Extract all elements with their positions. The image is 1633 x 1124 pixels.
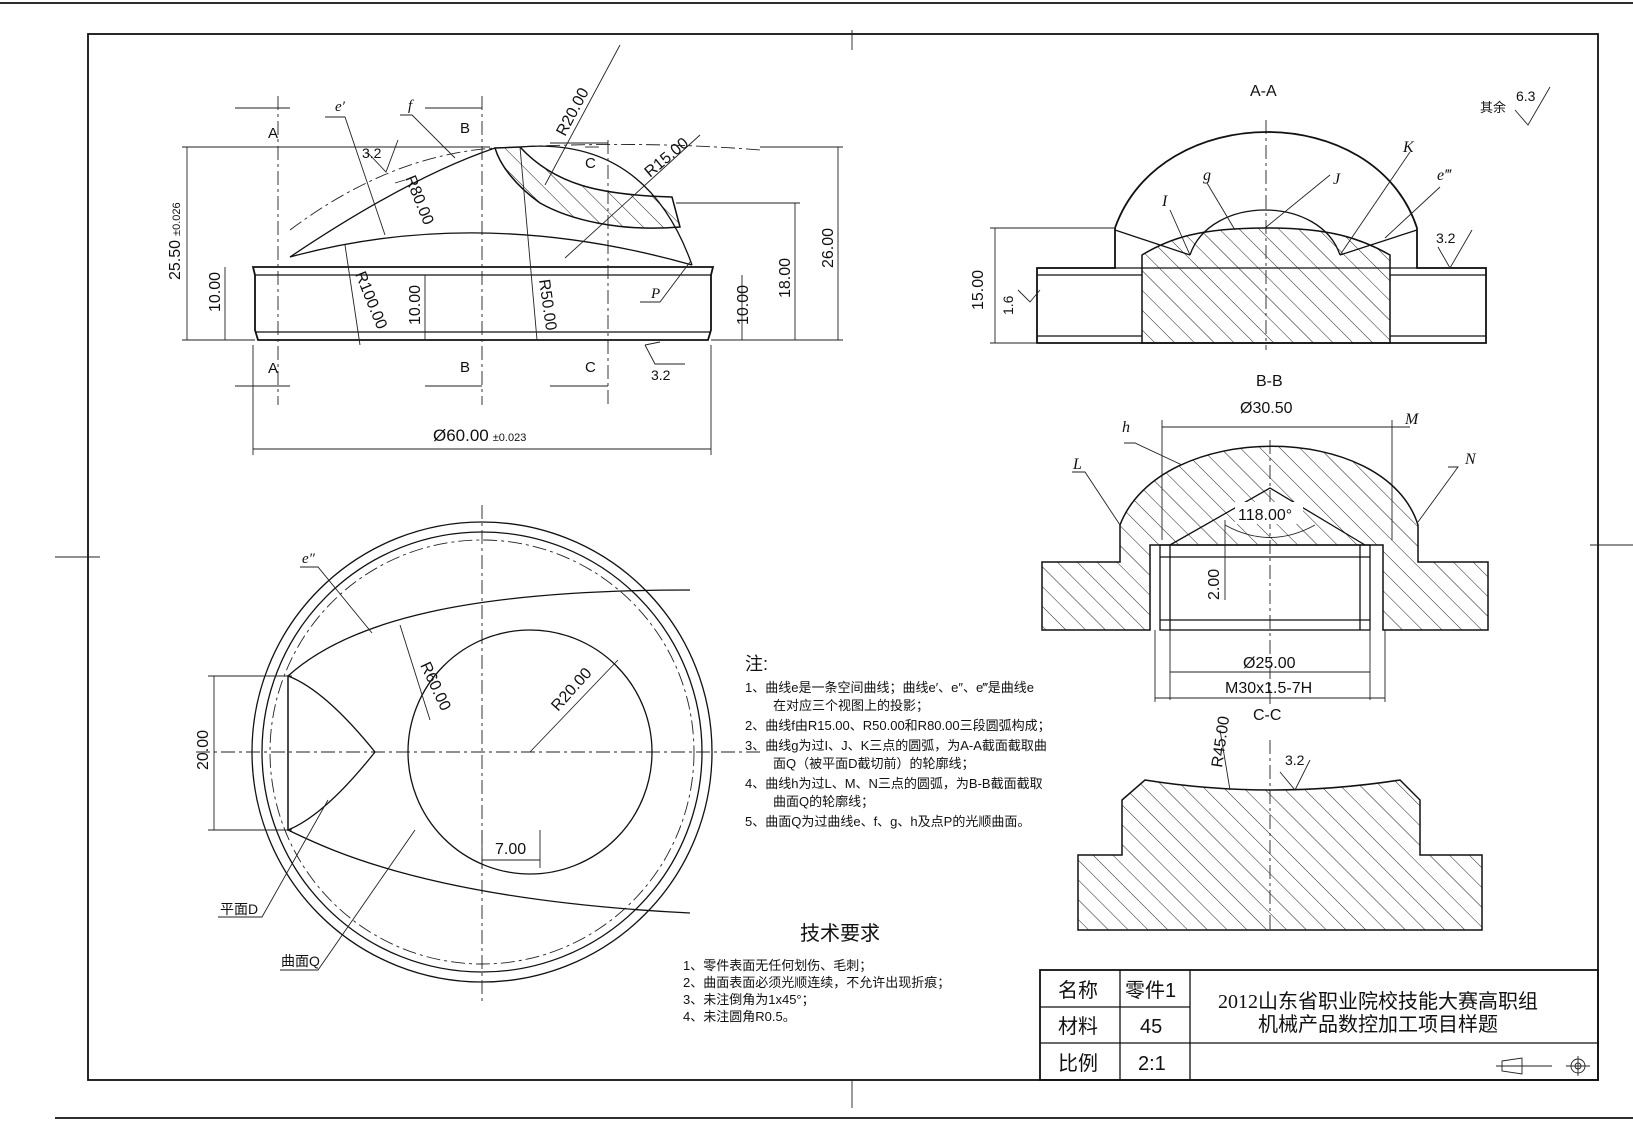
title-line-2: 机械产品数控加工项目样题 [1258,1013,1498,1036]
dim-d60: Ø60.00±0.023 [433,426,526,445]
dim-h26: 26.00 [820,228,837,268]
title-material-value: 45 [1140,1016,1162,1038]
point-p-label: P [650,286,660,302]
notes-heading: 注: [745,654,768,674]
dim-r20-top: R20.00 [548,665,595,715]
tech-item-3: 3、未注倒角为1x45°； [683,992,815,1008]
section-c-top: C [585,155,596,172]
dim-angle-118: 118.00° [1238,507,1292,524]
title-line-1: 2012山东省职业院校技能大赛高职组 [1218,990,1538,1013]
dim-d25: Ø25.00 [1243,655,1296,672]
title-scale-label: 比例 [1058,1052,1098,1075]
dim-h25-50: 25.50±0.026 [167,202,184,280]
point-l-label: L [1072,456,1082,473]
curve-f-label: f [408,98,414,114]
note-5-line1: 5、曲面Q为过曲线e、f、g、h及点P的光顺曲面。 [745,814,1030,829]
dim-h20: 20.00 [195,730,212,770]
title-block: 名称 零件1 材料 45 比例 2:1 2012山东省职业院校技能大赛高职组 机… [1039,969,1599,1081]
dim-r60-top: R60.00 [416,660,453,714]
roughness-aa-3-2: 3.2 [1436,230,1456,246]
roughness-others-value: 6.3 [1516,88,1536,104]
roughness-front-top: 3.2 [362,145,382,161]
note-4-line2: 曲面Q的轮廓线； [773,794,874,810]
title-scale-value: 2:1 [1138,1053,1166,1075]
section-aa-title: A-A [1250,83,1277,100]
roughness-aa-1-6: 1.6 [1000,295,1016,315]
projection-symbol-icon [1496,1056,1590,1076]
front-view: A B C A B C e′ f P R20.00 R15.00 R80.00 … [167,44,843,455]
surface-q-label: 曲面Q [281,953,320,969]
section-b-top: B [460,120,470,137]
roughness-others-prefix: 其余 [1480,100,1506,115]
note-3-line1: 3、曲线g为过I、J、K三点的圆弧，为A-A截面截取曲 [745,738,1047,753]
dim-h10-right: 10.00 [735,285,752,325]
section-bb-view: B-B Ø30.50 118.00° 2.00 Ø25.00 M30x1.5-7… [1041,373,1489,705]
dim-thread-m30: M30x1.5-7H [1225,680,1312,697]
dim-r80-front: R80.00 [401,173,436,227]
roughness-cc: 3.2 [1285,752,1305,768]
dim-d30-50: Ø30.50 [1240,400,1293,417]
point-k-label: K [1402,139,1415,156]
tech-heading: 技术要求 [800,922,880,945]
section-a-bottom: A [268,360,278,377]
curve-e-double-label: e″ [302,551,316,567]
dim-h15: 15.00 [970,270,987,310]
roughness-others-note: 其余 6.3 [1480,86,1551,126]
tech-item-2: 2、曲面表面必须光顺连续，不允许出现折痕； [683,975,950,991]
section-a-top: A [268,125,278,142]
dim-r45: R45.00 [1209,715,1233,769]
title-material-label: 材料 [1058,1015,1098,1038]
dim-h18: 18.00 [777,258,794,298]
note-2-line1: 2、曲线f由R15.00、R50.00和R80.00三段圆弧构成； [745,718,1051,734]
point-m-label: M [1404,411,1420,428]
plane-d-label: 平面D [220,901,258,917]
dim-r50-front: R50.00 [535,278,559,332]
section-b-bottom: B [460,359,470,376]
tech-item-1: 1、零件表面无任何划伤、毛刺； [683,958,872,974]
title-name-value: 零件1 [1125,979,1176,1002]
roughness-front-bottom: 3.2 [651,367,671,383]
title-name-label: 名称 [1058,979,1098,1002]
tech-requirements-block: 技术要求 1、零件表面无任何划伤、毛刺； 2、曲面表面必须光顺连续，不允许出现折… [683,922,950,1024]
section-bb-title: B-B [1256,373,1283,390]
curve-e-prime-label: e′ [335,99,346,115]
dim-r100-front: R100.00 [351,269,389,332]
section-aa-view: A-A I g J K e‴ 15.00 1.6 3.2 [970,83,1487,350]
dim-h10-left: 10.00 [207,272,224,312]
dim-r20-front: R20.00 [554,85,593,139]
section-cc-view: C-C R45.00 3.2 [1077,707,1483,931]
dim-h10-mid: 10.00 [407,285,424,325]
point-j-label: J [1333,171,1341,188]
point-n-label: N [1464,451,1477,468]
section-cc-title: C-C [1253,707,1281,724]
section-c-bottom: C [585,359,596,376]
dim-w7: 7.00 [495,841,526,858]
note-1-line2: 在对应三个视图上的投影； [773,698,929,714]
dim-h2: 2.00 [1206,569,1223,600]
dim-r15-front: R15.00 [642,135,693,181]
top-view: 20.00 7.00 R20.00 R60.00 e″ 平面D 曲面Q [195,505,760,1003]
curve-e-triple-label: e‴ [1437,167,1452,184]
curve-g-label: g [1203,167,1211,184]
note-3-line2: 面Q（被平面D截切前）的轮廓线； [773,756,975,772]
note-1-line1: 1、曲线e是一条空间曲线；曲线e′、e″、e‴是曲线e [745,680,1034,696]
notes-block: 注: 1、曲线e是一条空间曲线；曲线e′、e″、e‴是曲线e 在对应三个视图上的… [745,654,1051,829]
tech-item-4: 4、未注圆角R0.5。 [683,1009,796,1024]
note-4-line1: 4、曲线h为过L、M、N三点的圆弧，为B-B截面截取 [745,776,1043,791]
point-i-label: I [1161,193,1168,210]
curve-h-label: h [1122,419,1130,436]
